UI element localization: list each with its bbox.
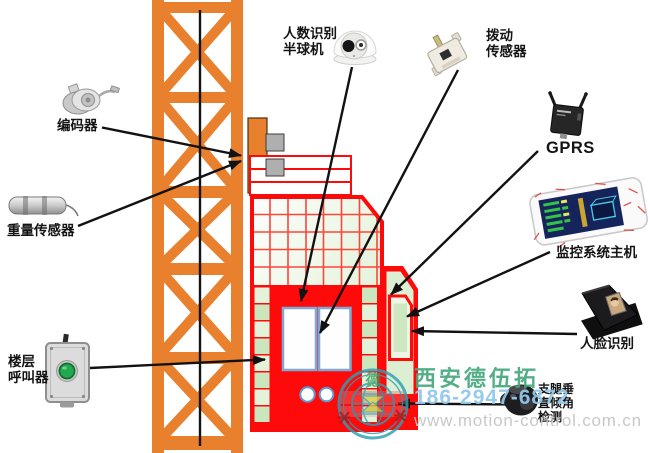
weight-sensor-label: 重量传感器: [7, 223, 75, 238]
arrow-toggle-sensor: [318, 69, 460, 334]
toggle-sensor-label: 拨动 传感器: [486, 28, 527, 59]
floor-caller-image: [45, 333, 90, 408]
arrow-floor-caller: [89, 355, 266, 370]
seal-ornaments: [338, 409, 406, 424]
face-recognition-image: [580, 284, 643, 340]
seal-character: 德: [365, 371, 380, 389]
tilt-sensor-image: [500, 384, 538, 416]
face-recognition-label: 人脸识别: [580, 336, 634, 351]
encoder-label: 编码器: [57, 118, 98, 133]
gprs-label: GPRS: [546, 139, 595, 157]
arrow-people-camera: [298, 66, 354, 302]
monitor-host-image: [529, 177, 648, 249]
mast-tower: [152, 0, 243, 453]
weight-sensor-image: [8, 196, 79, 217]
arrow-gprs: [390, 150, 539, 296]
arrow-face-recognition: [411, 326, 578, 337]
hoist-cage: [247, 117, 418, 432]
door-dot: [299, 386, 316, 403]
cage-door-window: [317, 306, 352, 372]
arrow-encoder: [101, 126, 242, 159]
gprs-image: [548, 91, 588, 140]
encoder-image: [62, 83, 121, 115]
cage-top-frame: [249, 155, 352, 196]
guide-roller: [265, 158, 285, 177]
monitor-host-label: 监控系统主机: [556, 245, 637, 260]
people-camera-label: 人数识别 半球机: [283, 26, 337, 57]
arrow-tilt-sensor: [397, 398, 513, 409]
callout-arrows: [77, 66, 578, 409]
door-dot: [318, 386, 335, 403]
tilt-sensor-label: 支腿垂 直倾角 检测: [538, 382, 575, 424]
red-annotations: [533, 182, 646, 249]
floor-caller-label: 楼层 呼叫器: [8, 354, 49, 385]
guide-roller: [265, 133, 285, 152]
cage-door-window: [281, 306, 318, 372]
arrow-weight-sensor: [77, 159, 242, 228]
dome-camera-image: [333, 30, 377, 65]
arrow-monitor-host: [406, 250, 551, 318]
cage-side-carriage: [382, 266, 418, 430]
seal-watermark: 德: [337, 368, 409, 440]
toggle-sensor-image: [427, 32, 468, 77]
seal-envelope: [360, 395, 386, 407]
